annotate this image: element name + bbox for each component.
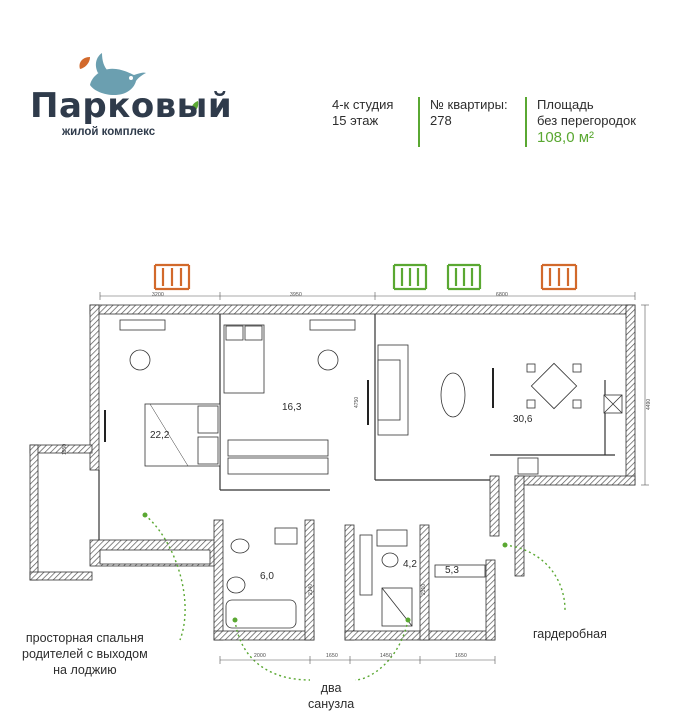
window-icon [540,263,578,291]
dimension-line-top [99,292,636,300]
area-value: 108,0 м² [537,129,595,146]
bed-second [223,324,265,394]
brand-name: Парковый [30,86,233,126]
callout-lines [144,514,566,681]
room-area-bath-1: 6,0 [260,571,274,582]
divider [525,97,527,147]
area-label: Площадь [537,97,594,112]
partitions [98,314,615,540]
dimension-label: 6800 [496,292,508,298]
floor-label: 15 этаж [332,113,379,128]
apartment-type-label: 4-к студия [332,97,394,112]
divider [418,97,420,147]
tv [104,368,494,442]
room-area-bedroom-2: 16,3 [282,402,302,413]
bed-master [144,403,221,467]
rug [440,372,466,418]
apartment-number-label: № квартиры: [430,97,508,112]
dining-table [526,362,582,410]
header: Парковый жилой комплекс 4-к студия 15 эт… [0,0,679,180]
area-label-sub: без перегородок [537,113,636,128]
callout-baths-line: санузла [308,697,355,711]
apartment-type: 4-к студия 15 этаж [332,97,393,129]
window-icon [446,263,482,291]
window-icon [153,263,191,291]
dimension-label: 4750 [354,396,360,408]
floor-plan-drawing [29,263,649,681]
logo-bird-icon [79,53,199,113]
room-area-wardrobe: 5,3 [445,565,459,576]
room-area-bath-2: 4,2 [403,559,417,570]
callout-bedroom-line: просторная спальня [25,631,144,645]
callout-dots [142,512,508,623]
callout-baths: два санузла [308,680,354,712]
dimension-label: 1650 [455,653,467,659]
dimension-label: 2000 [254,653,266,659]
dimension-label: 1450 [380,653,392,659]
callout-bedroom-line: родителей с выходом [22,647,148,661]
brand-subtitle: жилой комплекс [62,126,156,138]
bathroom-fixtures [376,529,413,627]
dimension-label: 1650 [326,653,338,659]
dimension-label: 4490 [646,398,652,410]
callout-wardrobe: гардеробная [533,627,607,641]
apartment-number: № квартиры: 278 [430,97,508,129]
sofa [377,344,409,436]
room-area-master-bedroom: 22,2 [150,430,170,441]
dimension-label: 2310 [421,583,427,595]
area-info: Площадь без перегородок 108,0 м² [537,97,636,147]
callout-baths-line: два [320,681,342,695]
bathroom-fixtures [225,527,298,629]
apartment-number-value: 278 [430,113,452,128]
callout-bedroom: просторная спальня родителей с выходом н… [22,630,148,678]
dimension-line-right [641,304,649,486]
wardrobe-cabinet [99,439,486,596]
callout-bedroom-line: на лоджию [53,663,117,677]
room-area-living: 30,6 [513,414,533,425]
floor-plan: 3200 3950 6800 2000 1650 1450 1650 1950 … [0,180,679,712]
dimension-label: 2140 [308,583,314,595]
kitchen [517,394,623,475]
dimension-label: 3200 [152,292,164,298]
dimension-line-bottom [219,656,496,664]
dimension-label: 1950 [62,443,68,455]
dimension-label: 3950 [290,292,302,298]
desk [119,319,356,371]
window-icon [392,263,428,291]
